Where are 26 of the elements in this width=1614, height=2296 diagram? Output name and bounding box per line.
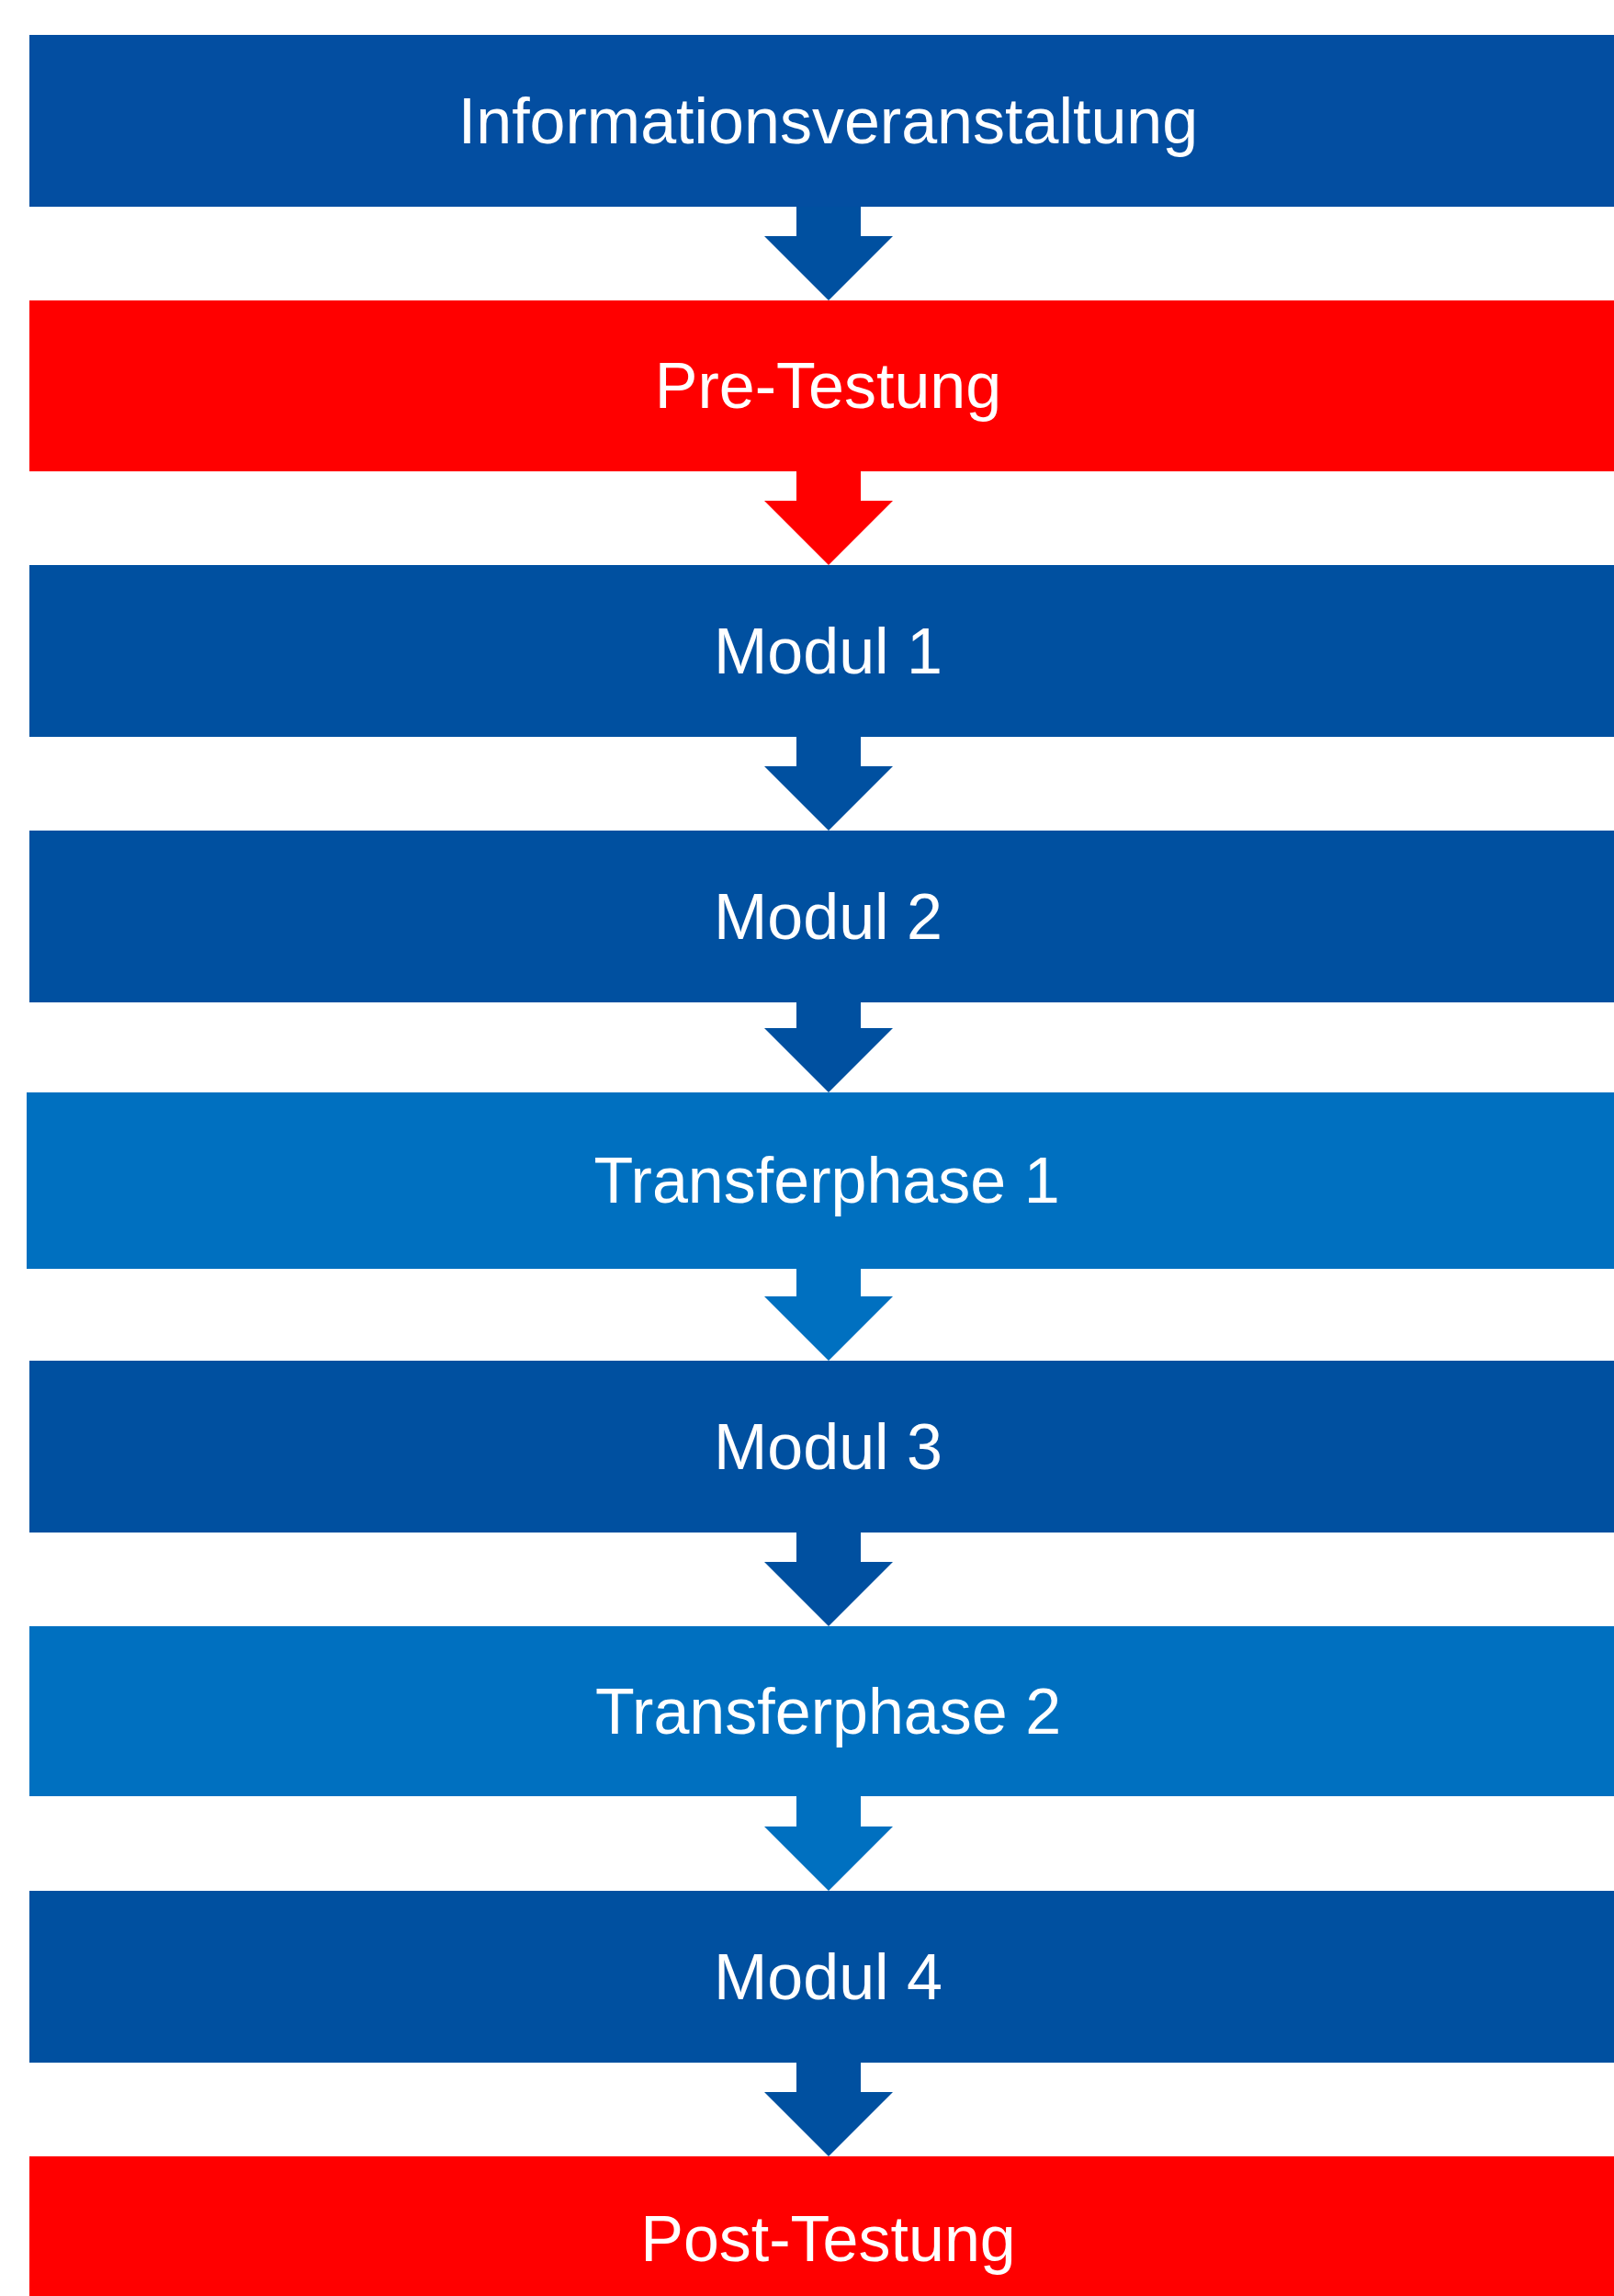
process-box bbox=[27, 1092, 1614, 1269]
step-label: Informationsveranstaltung bbox=[457, 84, 1199, 158]
step-label: Modul 3 bbox=[712, 1409, 942, 1484]
block-arrow bbox=[764, 471, 893, 565]
process-box bbox=[29, 2156, 1614, 2296]
process-box bbox=[29, 1891, 1614, 2063]
process-box bbox=[29, 35, 1614, 207]
block-arrow bbox=[764, 1269, 893, 1361]
process-box bbox=[29, 1626, 1614, 1796]
block-arrow bbox=[764, 1533, 893, 1626]
block-arrow bbox=[764, 737, 893, 831]
step-label: Transferphase 2 bbox=[593, 1674, 1062, 1748]
step-label: Post-Testung bbox=[639, 2202, 1016, 2276]
step-label: Modul 1 bbox=[712, 614, 942, 688]
block-arrow bbox=[764, 1796, 893, 1891]
process-box bbox=[29, 831, 1614, 1002]
step-label: Transferphase 1 bbox=[593, 1144, 1060, 1217]
block-arrow bbox=[764, 2063, 893, 2156]
block-arrow bbox=[764, 1002, 893, 1092]
process-box bbox=[29, 565, 1614, 737]
process-box bbox=[29, 300, 1614, 471]
step-label: Pre-Testung bbox=[653, 349, 1002, 423]
step-label: Modul 4 bbox=[712, 1940, 942, 2014]
block-arrow bbox=[764, 207, 893, 300]
process-box bbox=[29, 1361, 1614, 1533]
step-label: Modul 2 bbox=[712, 879, 942, 954]
